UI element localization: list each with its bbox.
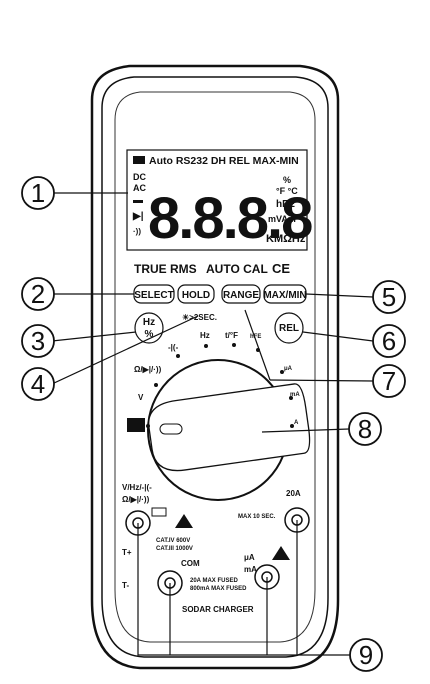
lcd-dc: DC: [133, 172, 146, 182]
beep-icon: ·)): [133, 227, 141, 236]
t-minus: T-: [122, 581, 129, 590]
dial-pointer-icon: [159, 423, 183, 435]
svg-text:MAX/MIN: MAX/MIN: [263, 290, 306, 301]
solar-label: SODAR CHARGER: [182, 605, 254, 614]
dial-ua: μA: [284, 366, 293, 372]
svg-text:4: 4: [31, 369, 45, 399]
callout-8: 8: [348, 412, 382, 446]
lcd-top-row: Auto RS232 DH REL MAX-MIN: [149, 155, 299, 167]
lcd-units-2: KMΩHz: [266, 233, 306, 245]
callout-9: 9: [349, 638, 383, 672]
battery-indicator: [151, 507, 167, 517]
svg-text:6: 6: [382, 326, 396, 356]
callout-2: 2: [21, 277, 55, 311]
svg-text:RANGE: RANGE: [223, 290, 259, 301]
fuse-label-1: 20A MAX FUSED: [190, 578, 238, 584]
battery-icon: [133, 156, 145, 164]
minus-sign: [133, 200, 143, 203]
fuse-label-2: 800mA MAX FUSED: [190, 586, 247, 592]
auto-cal-label: AUTO CAL: [206, 262, 268, 276]
off-marker: [127, 418, 145, 432]
svg-text:REL: REL: [279, 323, 299, 334]
warning-icon: [175, 514, 193, 528]
lcd-percent: %: [283, 175, 291, 185]
warning-icon-2: [272, 546, 290, 560]
rel-button[interactable]: REL: [274, 312, 304, 344]
terminals: V/Hz/-|(- Ω/▶|/·)) T+ CAT.IV 600V CAT.II…: [122, 483, 310, 614]
a20-label: 20A: [286, 489, 301, 498]
select-button[interactable]: SELECT: [133, 284, 175, 304]
dial-hz: Hz: [200, 331, 210, 340]
com-label: COM: [181, 559, 200, 568]
callout-4: 4: [21, 367, 55, 401]
callout-5: 5: [372, 280, 406, 314]
svg-text:5: 5: [382, 282, 396, 312]
lcd-units-1: mVAnF: [268, 214, 299, 224]
lcd-hfe: hFE: [276, 199, 295, 210]
dial-hfe: hFE: [250, 334, 261, 340]
diode-icon: ▶|: [132, 211, 144, 222]
callout-7: 7: [372, 364, 406, 398]
lcd-display: Auto RS232 DH REL MAX-MIN DC AC ▶| ·)) 8…: [126, 149, 314, 251]
max10-label: MAX 10 SEC.: [238, 514, 276, 520]
ce-mark: CE: [272, 261, 290, 276]
svg-text:8: 8: [358, 414, 372, 444]
cat-rating-2: CAT.III 1000V: [156, 546, 193, 552]
terminal-label-ohm: Ω/▶|/·)): [122, 495, 150, 504]
rotary-dial[interactable]: [146, 359, 312, 501]
cat-rating: CAT.IV 600V: [156, 538, 190, 544]
lcd-digits: 8.8.8.8: [148, 186, 312, 251]
callout-lines: [51, 192, 374, 656]
dial-a: A: [294, 420, 299, 426]
svg-text:1: 1: [31, 178, 45, 208]
svg-text:%: %: [145, 329, 154, 340]
backlight-label: ☀>2SEC.: [182, 313, 217, 322]
svg-text:9: 9: [359, 640, 373, 670]
svg-text:7: 7: [382, 366, 396, 396]
dial-ohm: Ω/▶|/·)): [134, 365, 162, 374]
lcd-temp: °F °C: [276, 186, 298, 196]
svg-text:3: 3: [31, 326, 45, 356]
dial-ma: mA: [290, 392, 300, 398]
dial-temp: t/°F: [225, 331, 238, 340]
svg-text:Hz: Hz: [143, 317, 155, 328]
terminal-label-v: V/Hz/-|(-: [122, 483, 152, 492]
range-button[interactable]: RANGE: [221, 284, 261, 304]
callout-3: 3: [21, 324, 55, 358]
dial-cap: -|(-: [168, 343, 179, 352]
dial-v: V: [138, 393, 144, 402]
callouts: 1 2 3 4 5 6 7 8: [21, 176, 406, 672]
t-plus: T+: [122, 548, 132, 557]
callout-6: 6: [372, 324, 406, 358]
true-rms-label: TRUE RMS: [134, 262, 197, 276]
dial-markings: -|(- Hz t/°F hFE Ω/▶|/·)) V μA mA A: [127, 331, 300, 432]
hold-button[interactable]: HOLD: [177, 284, 215, 304]
ma-label: mA: [244, 565, 257, 574]
lcd-ac: AC: [133, 183, 146, 193]
max-min-button[interactable]: MAX/MIN: [263, 284, 307, 304]
svg-text:HOLD: HOLD: [182, 290, 210, 301]
callout-1: 1: [21, 176, 55, 210]
svg-text:SELECT: SELECT: [134, 290, 173, 301]
svg-text:2: 2: [31, 279, 45, 309]
ua-label: μA: [244, 553, 255, 562]
